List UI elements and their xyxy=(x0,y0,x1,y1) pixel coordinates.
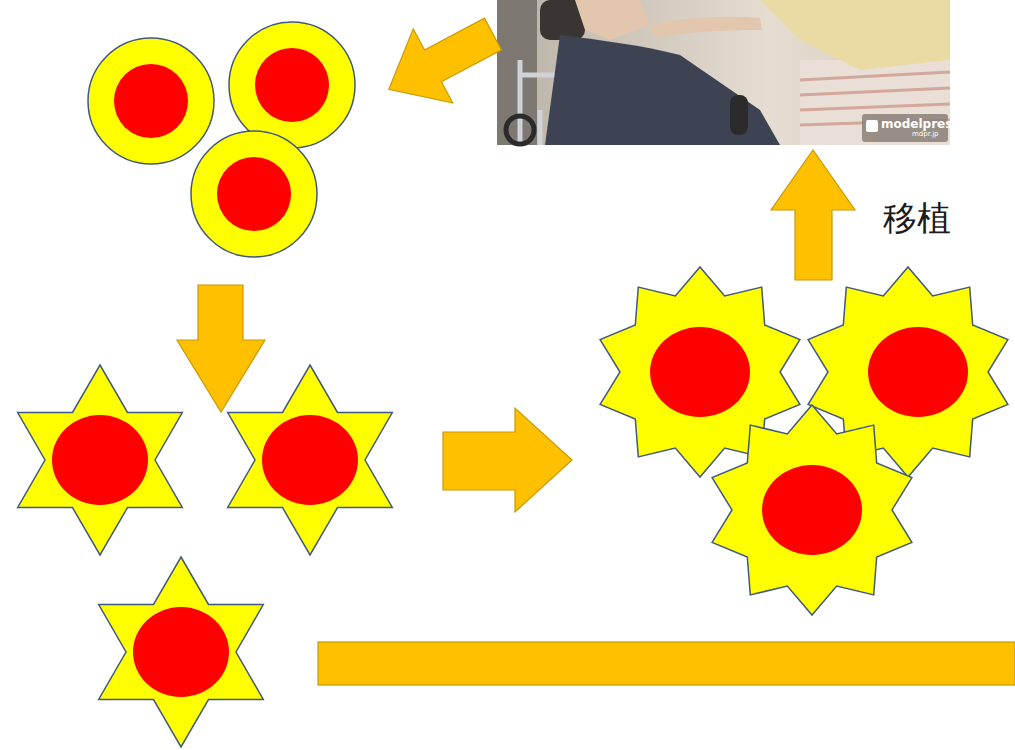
sun-cells xyxy=(600,267,1008,615)
block-arrow xyxy=(771,150,855,280)
round-cells xyxy=(88,22,355,257)
watermark: modelpress xyxy=(881,118,960,131)
star-cells xyxy=(18,365,393,747)
block-arrow xyxy=(369,0,513,126)
watermark: mdpr.jp xyxy=(912,131,939,139)
step-label: 移植 xyxy=(883,200,951,237)
block-arrow xyxy=(177,285,265,412)
block-arrow xyxy=(443,408,572,512)
bar xyxy=(318,642,1015,685)
